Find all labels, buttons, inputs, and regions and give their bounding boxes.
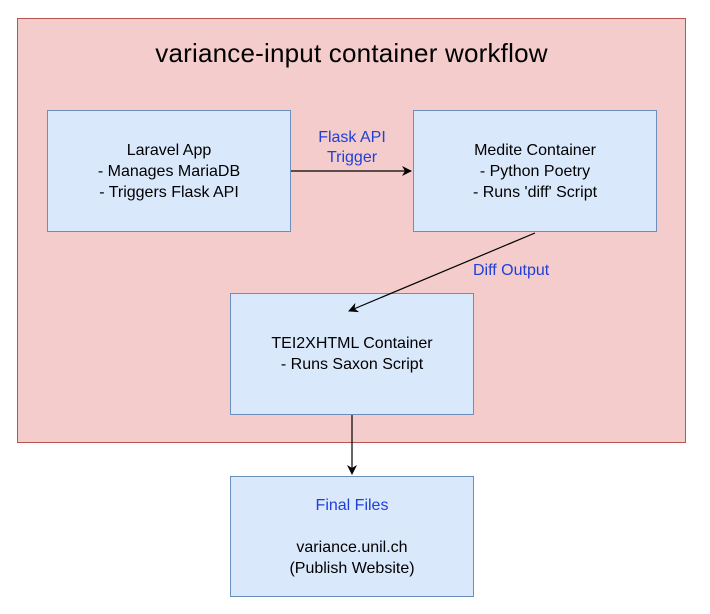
node-laravel-line-2: - Triggers Flask API	[99, 183, 239, 201]
node-laravel-title: Laravel App	[126, 141, 212, 159]
node-medite-line-2: - Runs 'diff' Script	[472, 183, 598, 201]
node-medite-title: Medite Container	[474, 141, 596, 159]
edge-medite-to-tei2xhtml	[348, 232, 536, 313]
node-tei2xhtml-container[interactable]: TEI2XHTML Container - Runs Saxon Script	[230, 293, 474, 415]
diagram-title: variance-input container workflow	[155, 38, 548, 68]
node-laravel-line-1: - Manages MariaDB	[97, 162, 241, 180]
edge-label-flask-line-2: Trigger	[326, 149, 378, 166]
node-medite-container[interactable]: Medite Container - Python Poetry - Runs …	[413, 110, 657, 232]
node-final-line-2: (Publish Website)	[289, 559, 415, 577]
node-final-title: Final Files	[315, 496, 389, 514]
node-medite-line-1: - Python Poetry	[479, 162, 591, 180]
node-final-files[interactable]: Final Files variance.unil.ch (Publish We…	[230, 476, 474, 597]
node-tei2xhtml-line-1: - Runs Saxon Script	[280, 356, 424, 373]
node-final-line-1: variance.unil.ch	[296, 538, 408, 556]
node-tei2xhtml-title: TEI2XHTML Container	[271, 335, 433, 352]
edge-label-flask-trigger: Flask API Trigger	[300, 128, 404, 168]
node-laravel-app[interactable]: Laravel App - Manages MariaDB - Triggers…	[47, 110, 291, 232]
edge-label-flask-line-1: Flask API	[318, 129, 386, 146]
edge-label-diff-output: Diff Output	[473, 262, 550, 279]
